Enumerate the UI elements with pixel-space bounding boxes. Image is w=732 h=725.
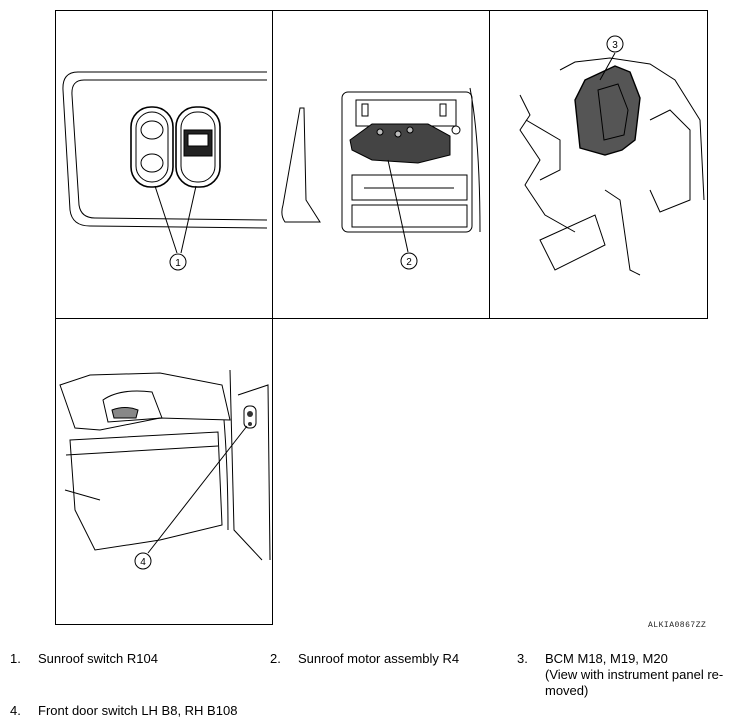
callout-1: 1 — [175, 258, 181, 269]
legend-number: 1. — [10, 651, 21, 666]
sunroof-motor-illustration: 2 — [281, 87, 481, 270]
legend-text: Sunroof motor assembly R4 — [298, 651, 460, 666]
component-location-figure: 1 2 3 — [55, 10, 708, 625]
legend-text-block: BCM M18, M19, M20 (View with instrument … — [545, 651, 729, 699]
bcm-illustration: 3 — [519, 35, 705, 276]
callout-3: 3 — [612, 40, 618, 51]
legend-text: BCM M18, M19, M20 — [545, 651, 668, 666]
legend-number: 3. — [517, 651, 528, 666]
legend-number: 4. — [10, 703, 21, 718]
legend-text: Front door switch LH B8, RH B108 — [38, 703, 238, 718]
callout-4: 4 — [140, 557, 146, 568]
callout-2: 2 — [406, 257, 412, 268]
panel-grid — [55, 10, 708, 625]
legend-number: 2. — [270, 651, 281, 666]
legend-text: Sunroof switch R104 — [38, 651, 158, 666]
door-switch-illustration: 4 — [59, 369, 271, 570]
figure-code: ALKIA0867ZZ — [648, 621, 707, 630]
sunroof-switch-illustration: 1 — [62, 71, 268, 271]
legend-note: (View with instrument panel re-moved) — [545, 667, 724, 698]
